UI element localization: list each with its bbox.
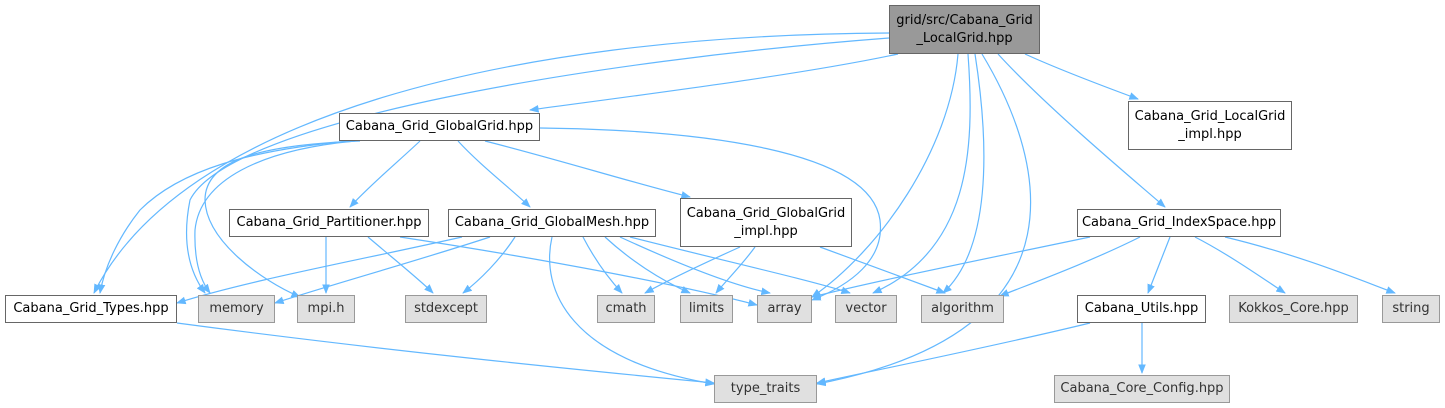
edge-root-globalgrid: [529, 53, 899, 113]
edge-gm-cmath: [582, 236, 623, 294]
edge-root-types: [93, 32, 890, 294]
node-localgrid-impl[interactable]: Cabana_Grid_LocalGrid _impl.hpp: [1128, 101, 1292, 150]
node-globalmesh[interactable]: Cabana_Grid_GlobalMesh.hpp: [448, 209, 656, 237]
edge-root-algorithm: [942, 53, 985, 294]
edge-is-utils: [1147, 236, 1171, 294]
edge-gm-type-traits: [549, 236, 715, 387]
edge-gm-vector: [629, 236, 851, 294]
edge-gg-types: [97, 140, 351, 294]
edge-gm-limits: [604, 236, 691, 294]
node-limits: limits: [680, 295, 733, 323]
node-array: array: [757, 295, 812, 323]
edge-ggi-limits: [715, 246, 756, 294]
edge-root-localgrid-impl: [1024, 53, 1139, 100]
edge-gg-array: [539, 127, 882, 301]
edge-utils-type-traits: [816, 322, 1091, 385]
node-partitioner[interactable]: Cabana_Grid_Partitioner.hpp: [229, 209, 429, 237]
edge-gm-stdexcept: [462, 236, 516, 294]
edge-gg-mpi: [204, 140, 361, 298]
edge-types-type-traits: [176, 322, 715, 386]
node-type-traits: type_traits: [714, 375, 817, 403]
edge-gm-memory: [274, 236, 491, 304]
edge-root-array: [811, 53, 959, 298]
edge-root-indexspace: [997, 53, 1166, 208]
edge-ggi-algorithm: [819, 246, 946, 294]
edge-gm-types: [176, 236, 463, 305]
edge-gg-partitioner: [349, 140, 421, 208]
node-globalgrid-impl[interactable]: Cabana_Grid_GlobalGrid _impl.hpp: [680, 198, 852, 247]
node-mpi: mpi.h: [297, 295, 355, 323]
node-string: string: [1382, 295, 1440, 323]
node-kokkos: Kokkos_Core.hpp: [1229, 295, 1358, 323]
node-memory: memory: [198, 295, 275, 323]
edge-gg-globalmesh: [457, 140, 531, 208]
edge-is-string: [1224, 236, 1396, 294]
edge-is-kokkos: [1194, 236, 1286, 294]
edge-gg-memory: [194, 140, 356, 294]
node-stdexcept: stdexcept: [405, 295, 487, 323]
edge-root-memory: [185, 37, 890, 294]
edge-ggi-cmath: [644, 246, 741, 294]
node-utils[interactable]: Cabana_Utils.hpp: [1077, 295, 1206, 323]
edge-gg-globalgrid-impl: [484, 140, 691, 199]
node-vector: vector: [835, 295, 897, 323]
node-types[interactable]: Cabana_Grid_Types.hpp: [5, 295, 177, 323]
node-cmath: cmath: [597, 295, 655, 323]
edge-is-algorithm: [999, 236, 1141, 297]
edge-part-stdexcept: [367, 236, 434, 294]
edge-is-array: [811, 236, 1091, 299]
node-root: grid/src/Cabana_Grid _LocalGrid.hpp: [889, 5, 1040, 54]
node-algorithm: algorithm: [921, 295, 1004, 323]
node-indexspace[interactable]: Cabana_Grid_IndexSpace.hpp: [1077, 209, 1281, 237]
edge-gm-array: [619, 236, 771, 296]
node-globalgrid[interactable]: Cabana_Grid_GlobalGrid.hpp: [339, 113, 540, 141]
node-core-config: Cabana_Core_Config.hpp: [1054, 375, 1230, 403]
edge-root-vector: [872, 53, 971, 294]
edge-root-type-traits: [816, 53, 1032, 387]
